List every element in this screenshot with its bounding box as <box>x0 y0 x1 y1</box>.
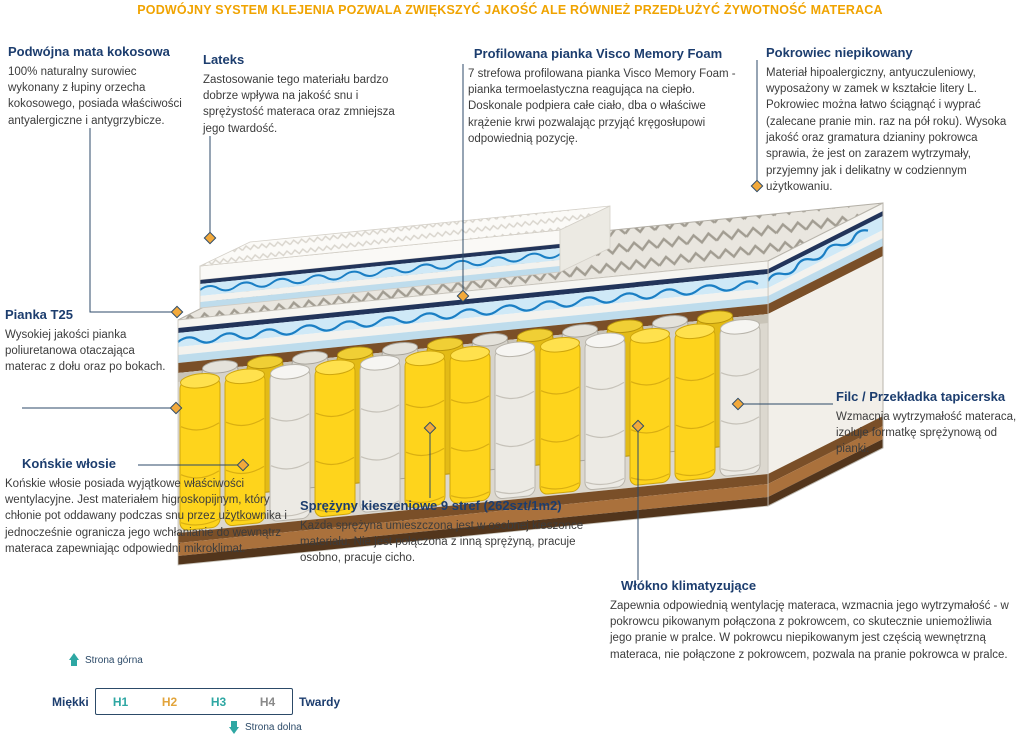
hard-label: Twardy <box>299 695 341 709</box>
konskie-wlosie-body: Końskie włosie posiada wyjątkowe właściw… <box>5 477 287 555</box>
wlokno-title: Włókno klimatyzujące <box>621 578 757 593</box>
mattress-illustration <box>100 140 890 620</box>
mattress-drawing <box>177 202 884 566</box>
mata-kokosowa-body: 100% naturalny surowiec wykonany z łupin… <box>8 65 182 127</box>
callout-mata-kokosowa: Podwójna mata kokosowa 100% naturalny su… <box>8 44 186 129</box>
bottom-side-label: Strona dolna <box>245 721 302 733</box>
visco-title: Profilowana pianka Visco Memory Foam <box>473 46 723 61</box>
konskie-wlosie-title: Końskie włosie <box>22 456 116 471</box>
visco-body: 7 strefowa profilowana pianka Visco Memo… <box>468 67 736 145</box>
sprezyny-body: Każda sprężyna umieszczona jest w osobne… <box>300 519 584 565</box>
mata-kokosowa-title: Podwójna mata kokosowa <box>8 44 170 59</box>
pianka-t25-body: Wysokiej jakości pianka poliuretanowa ot… <box>5 328 166 374</box>
lateks-title: Lateks <box>203 52 245 67</box>
hardness-levels-box: H1 H2 H3 H4 <box>95 688 293 715</box>
filc-body: Wzmacnia wytrzymałość materaca, izoluje … <box>836 410 1017 456</box>
top-side-indicator: Strona górna <box>68 653 143 667</box>
callout-visco: Profilowana pianka Visco Memory Foam 7 s… <box>452 46 744 147</box>
arrow-up-icon <box>68 653 80 667</box>
filc-title: Filc / Przekładka tapicerska <box>836 389 1006 404</box>
callout-pokrowiec: Pokrowiec niepikowany Materiał hipoalerg… <box>766 45 1016 195</box>
callout-konskie-wlosie: Końskie włosie Końskie włosie posiada wy… <box>5 456 295 557</box>
hardness-h1: H1 <box>112 694 129 709</box>
base-foam-layer <box>178 484 768 556</box>
navy-layer <box>178 269 768 333</box>
callout-sprezyny: Sprężyny kieszeniowe 9 stref (262szt/1m2… <box>300 498 595 567</box>
mattress-front-face <box>177 260 769 566</box>
sprezyny-title: Sprężyny kieszeniowe 9 stref (262szt/1m2… <box>300 498 562 513</box>
top-side-label: Strona górna <box>85 654 143 666</box>
wlokno-body: Zapewnia odpowiednią wentylację materaca… <box>610 599 1009 661</box>
pokrowiec-body: Materiał hipoalergiczny, antyuczuleniowy… <box>766 66 1007 193</box>
pianka-t25-title: Pianka T25 <box>5 307 73 322</box>
callout-wlokno: Włókno klimatyzujące Zapewnia odpowiedni… <box>610 578 1016 663</box>
comfort-layer-slab <box>199 205 611 309</box>
hardness-h2: H2 <box>161 694 178 709</box>
bottom-side-indicator: Strona dolna <box>228 720 302 734</box>
mattress-right-side <box>767 202 884 507</box>
pokrowiec-title: Pokrowiec niepikowany <box>766 45 913 60</box>
callout-pianka-t25: Pianka T25 Wysokiej jakości pianka poliu… <box>5 307 167 376</box>
callout-filc: Filc / Przekładka tapicerska Wzmacnia wy… <box>836 389 1020 458</box>
climate-fiber-layer <box>178 296 768 363</box>
lateks-body: Zastosowanie tego materiału bardzo dobrz… <box>203 73 395 135</box>
coconut-mat-lower <box>178 474 768 543</box>
hardness-h3: H3 <box>210 694 227 709</box>
hardness-h4: H4 <box>259 694 276 709</box>
arrow-down-icon <box>228 720 240 734</box>
profiled-foam-edge <box>178 261 768 328</box>
callout-lateks: Lateks Zastosowanie tego materiału bardz… <box>203 52 408 137</box>
header-banner: PODWÓJNY SYSTEM KLEJENIA POZWALA ZWIĘKSZ… <box>137 3 883 17</box>
soft-label: Miękki <box>52 695 89 709</box>
